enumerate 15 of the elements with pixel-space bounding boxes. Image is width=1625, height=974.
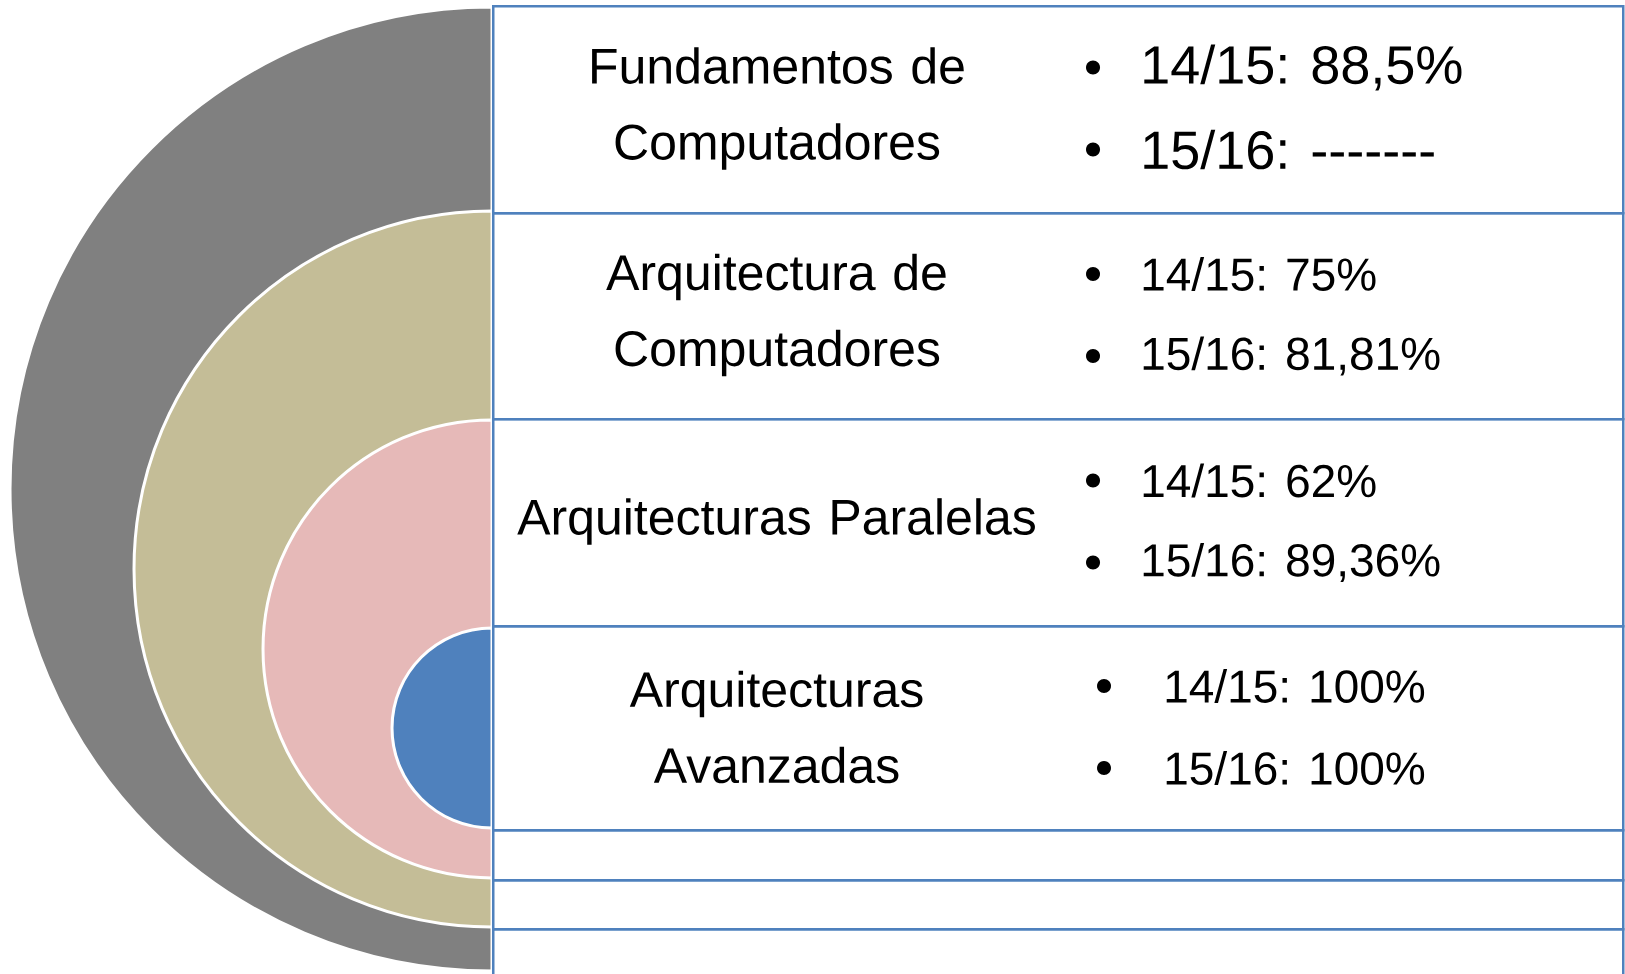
row-title: Fundamentos de Computadores xyxy=(592,47,964,170)
percentage-text: 15/16: 81,81% xyxy=(1143,336,1440,376)
percentage-text: 15/16: 89,36% xyxy=(1143,542,1440,583)
row-title: Arquitecturas Paralelas xyxy=(517,498,1035,545)
row-title: Arquitectura de Computadores xyxy=(606,253,946,377)
percentage-text: 15/16: ------- xyxy=(1144,129,1434,170)
percentage-text: 14/15: 100% xyxy=(1166,669,1425,703)
percentage-text: 14/15: 75% xyxy=(1143,257,1376,291)
empty-row-box xyxy=(492,879,1625,931)
empty-row-box xyxy=(492,829,1625,882)
percentage-text: 14/15: 62% xyxy=(1143,463,1376,498)
empty-row-box xyxy=(492,928,1625,974)
percentage-text: 14/15: 88,5% xyxy=(1144,44,1462,91)
row-title: Arquitecturas Avanzadas xyxy=(629,670,923,784)
percentage-text: 15/16: 100% xyxy=(1166,751,1425,785)
